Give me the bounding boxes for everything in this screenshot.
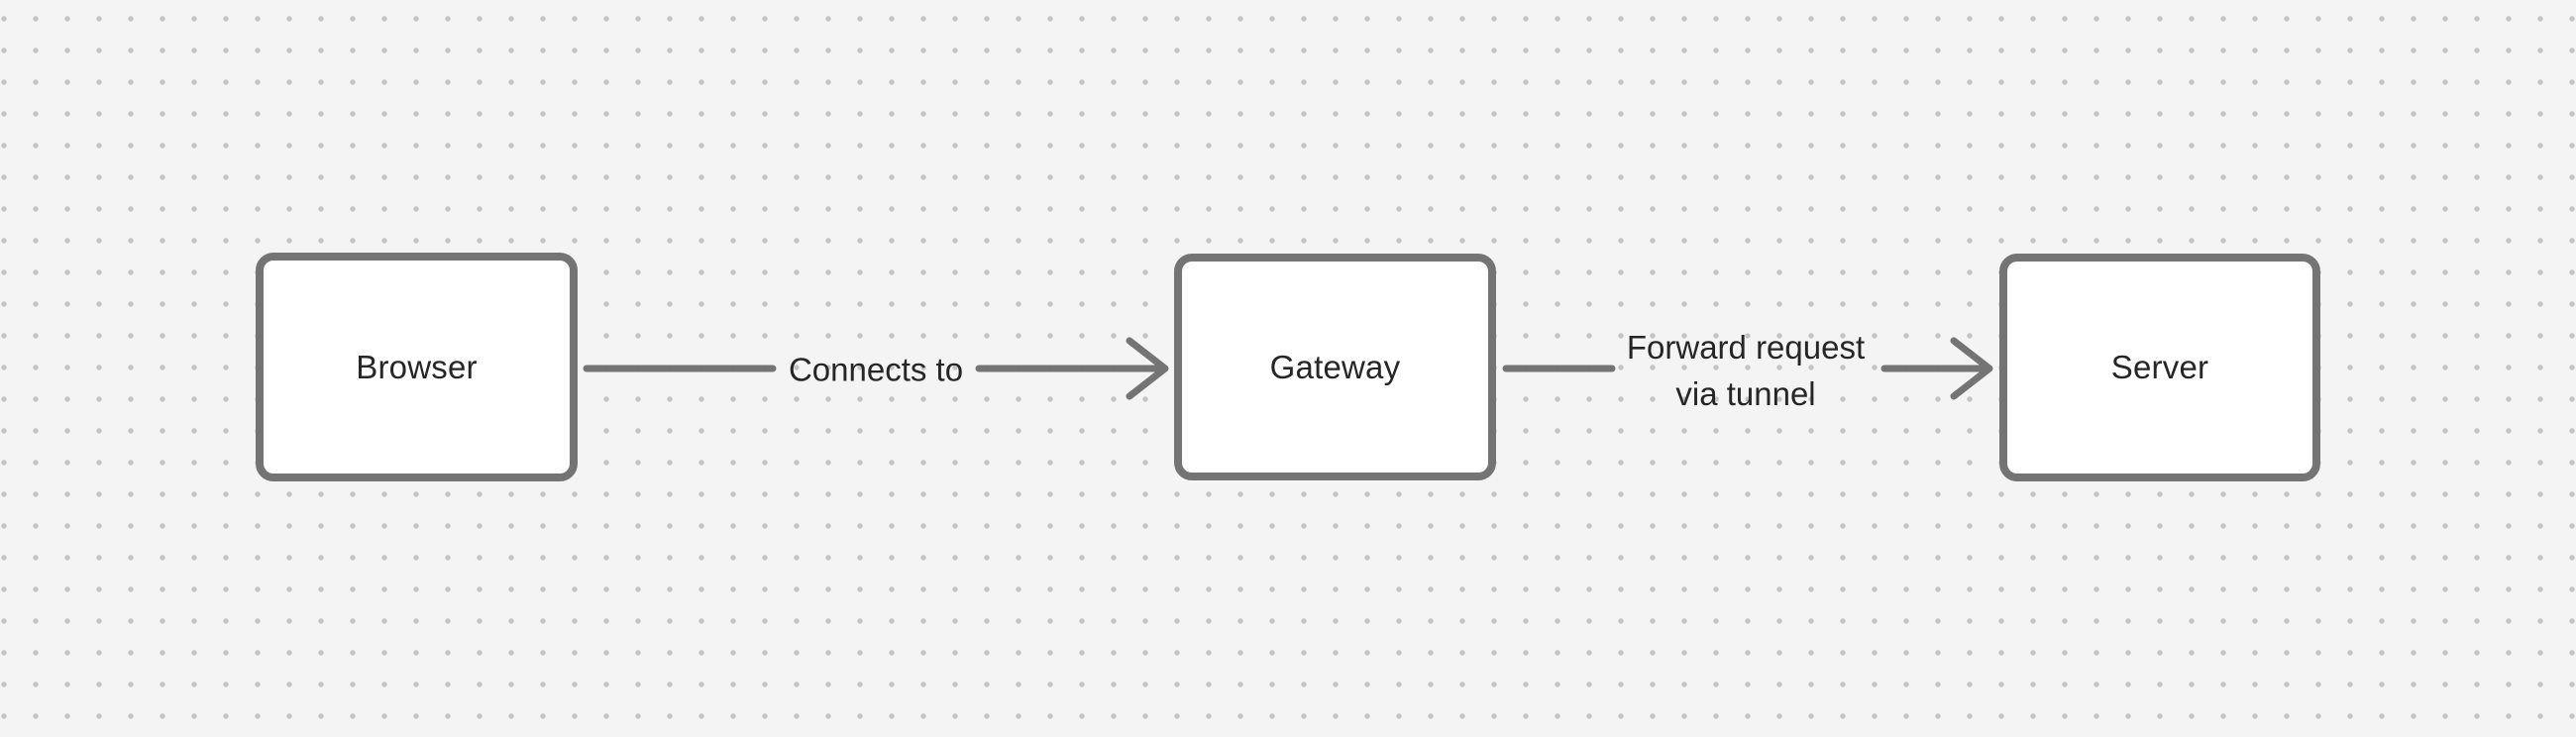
edge-browser-gateway-arrowhead-icon [1126, 337, 1169, 400]
node-gateway-label: Gateway [1269, 348, 1401, 385]
edge-label-line: Forward request [1626, 329, 1866, 366]
node-gateway[interactable]: Gateway [1174, 254, 1496, 480]
node-browser-label: Browser [356, 348, 478, 385]
edge-gateway-server[interactable] [1502, 337, 1993, 400]
edge-label-line: Connects to [788, 351, 964, 388]
edge-gateway-server-arrowhead-icon [1950, 337, 1993, 400]
edge-label-line: via tunnel [1675, 375, 1816, 412]
edge-label-connects-to[interactable]: Connects to [789, 347, 963, 393]
node-browser[interactable]: Browser [256, 253, 578, 481]
node-server-label: Server [2110, 349, 2209, 385]
edge-browser-gateway[interactable] [583, 337, 1169, 400]
edge-label-forward-request-via-tunnel[interactable]: Forward request via tunnel [1627, 324, 1865, 417]
node-server[interactable]: Server [1999, 254, 2320, 481]
